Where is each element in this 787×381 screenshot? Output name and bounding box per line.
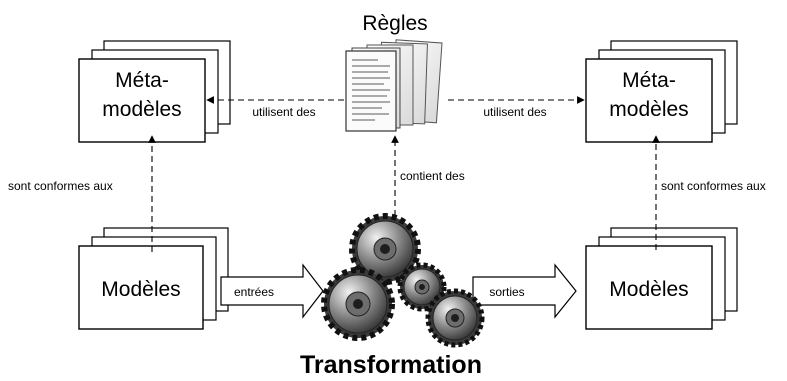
uses-left-edge: utilisent des [206, 96, 344, 120]
inputs-arrow: entrées [220, 263, 324, 319]
metamodel-left-title-line2: modèles [102, 98, 181, 121]
rules-title: Règles [362, 12, 427, 35]
outputs-label: sorties [489, 285, 524, 299]
transformation-title: Transformation [300, 351, 482, 379]
conforms-right-edge: sont conformes aux [652, 135, 766, 250]
uses-left-label: utilisent des [252, 105, 315, 119]
uses-right-label: utilisent des [483, 105, 546, 119]
metamodel-left-title-line1: Méta- [115, 69, 169, 92]
conforms-left-label: sont conformes aux [8, 179, 113, 193]
contains-label: contient des [400, 169, 465, 183]
metamodel-right-title-line2: modèles [609, 98, 688, 121]
contains-edge: contient des [391, 135, 465, 226]
gears-icon [321, 213, 485, 348]
conforms-right-label: sont conformes aux [661, 179, 766, 193]
model-left: Modèles [78, 227, 229, 330]
model-right: Modèles [585, 227, 738, 330]
model-left-title: Modèles [101, 278, 180, 301]
outputs-arrow: sorties [472, 263, 577, 319]
inputs-label: entrées [234, 285, 274, 299]
metamodel-right: Méta- modèles [585, 40, 738, 143]
model-right-title: Modèles [609, 278, 688, 301]
document-stack-icon [345, 39, 443, 132]
metamodel-right-title-line1: Méta- [622, 69, 676, 92]
metamodel-left: Méta- modèles [78, 40, 231, 143]
uses-right-edge: utilisent des [448, 96, 585, 119]
conforms-left-edge: sont conformes aux [6, 135, 156, 252]
